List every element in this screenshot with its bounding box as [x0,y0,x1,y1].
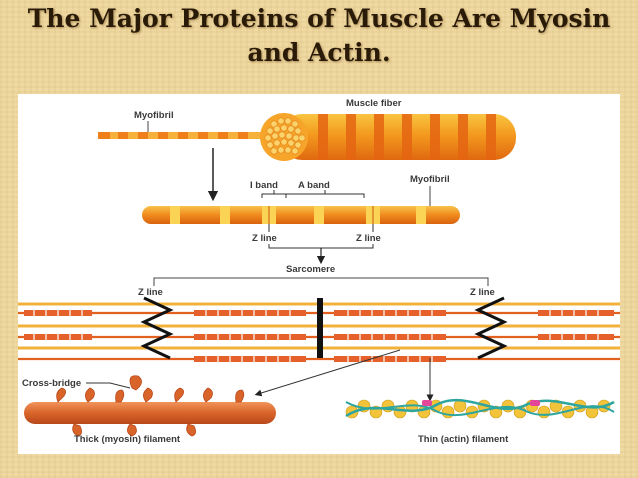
label-myofibril-mid: Myofibril [410,174,450,185]
label-thin-filament: Thin (actin) filament [418,434,509,445]
sarcomere-filaments [18,296,620,362]
label-z-line-left: Z line [252,233,277,244]
label-i-band: I band [250,180,278,191]
myofibril-strand [98,132,268,139]
label-z-line-right: Z line [356,233,381,244]
myofibril [142,206,460,224]
slide-title-line-2: and Actin. [247,38,391,67]
label-cross-bridge: Cross-bridge [22,378,81,389]
label-z-line-sarc-left: Z line [138,287,163,298]
label-thick-filament: Thick (myosin) filament [74,434,181,445]
label-muscle-fiber: Muscle fiber [346,98,402,109]
slide-title-line-1: The Major Proteins of Muscle Are Myosin [27,4,611,33]
label-myofibril-top: Myofibril [134,110,174,121]
label-z-line-sarc-right: Z line [470,287,495,298]
label-sarcomere: Sarcomere [286,264,335,275]
thin-actin-filament [345,398,615,419]
label-a-band: A band [298,180,330,191]
muscle-fiber [98,113,516,161]
slide-title: The Major Proteins of Muscle Are Myosin … [0,2,638,70]
thick-myosin-filament [24,375,276,437]
muscle-structure-diagram: Myofibril Muscle fiber Myofibril [18,98,620,445]
muscle-diagram-panel: Myofibril Muscle fiber Myofibril [18,94,620,454]
